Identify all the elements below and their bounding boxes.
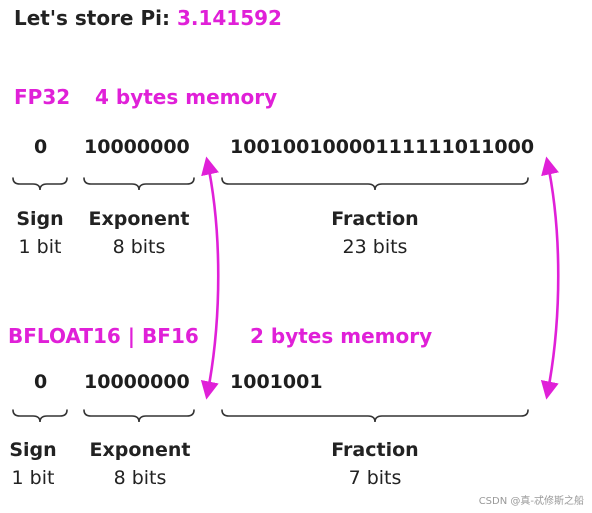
fp32-exponent-bits: 10000000 [84,136,190,158]
bf16-exponent-bits: 10000000 [84,371,190,393]
fp32-sign-bits: 0 [34,136,48,158]
fp32-exponent-size: 8 bits [112,236,166,258]
fp32-exponent-label: Exponent [88,208,190,230]
bf16-exponent-size: 8 bits [113,467,167,489]
fp32-fraction-brace [221,177,529,191]
bf16-fraction-label: Fraction [331,439,419,461]
fp32-fraction-bits: 10010010000111111011000 [230,136,535,158]
bf16-sign-brace [12,409,68,423]
exponent-arrow [200,156,220,400]
pi-value: 3.141592 [176,6,282,30]
fp32-exponent-brace [83,177,195,191]
bf16-sign-label: Sign [9,439,57,461]
fp32-sign-brace [12,177,68,191]
bf16-fraction-bits: 1001001 [230,371,323,393]
fp32-memory: 4 bytes memory [95,85,278,109]
fp32-sign-size: 1 bit [18,236,62,258]
title-text: Let's store Pi: [14,6,177,30]
bf16-sign-size: 1 bit [11,467,55,489]
bf16-fraction-size: 7 bits [348,467,402,489]
fp32-sign-label: Sign [16,208,64,230]
bf16-memory: 2 bytes memory [250,324,433,348]
fraction-arrow [540,156,560,400]
bf16-fraction-brace [221,409,529,423]
fp32-fraction-size: 23 bits [342,236,408,258]
watermark: CSDN @真-忒修斯之船 [478,496,584,507]
fp32-fraction-label: Fraction [331,208,419,230]
bf16-sign-bits: 0 [34,371,48,393]
fp32-heading: FP32 [14,85,71,109]
page-title: Let's store Pi: 3.141592 [14,6,282,30]
bf16-heading: BFLOAT16 | BF16 [8,324,199,348]
bf16-exponent-label: Exponent [89,439,191,461]
bf16-exponent-brace [83,409,195,423]
